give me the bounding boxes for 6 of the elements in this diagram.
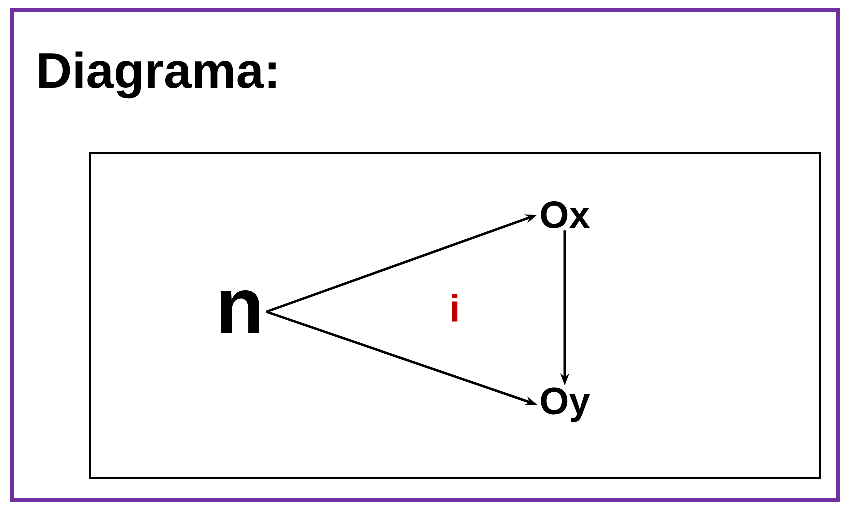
title: Diagrama: xyxy=(40,52,276,99)
node-label: n xyxy=(220,290,260,334)
diagram-box xyxy=(89,152,821,479)
label: i xyxy=(452,294,458,322)
node-label: Ox xyxy=(541,202,590,228)
node-label: Oy xyxy=(541,388,590,422)
